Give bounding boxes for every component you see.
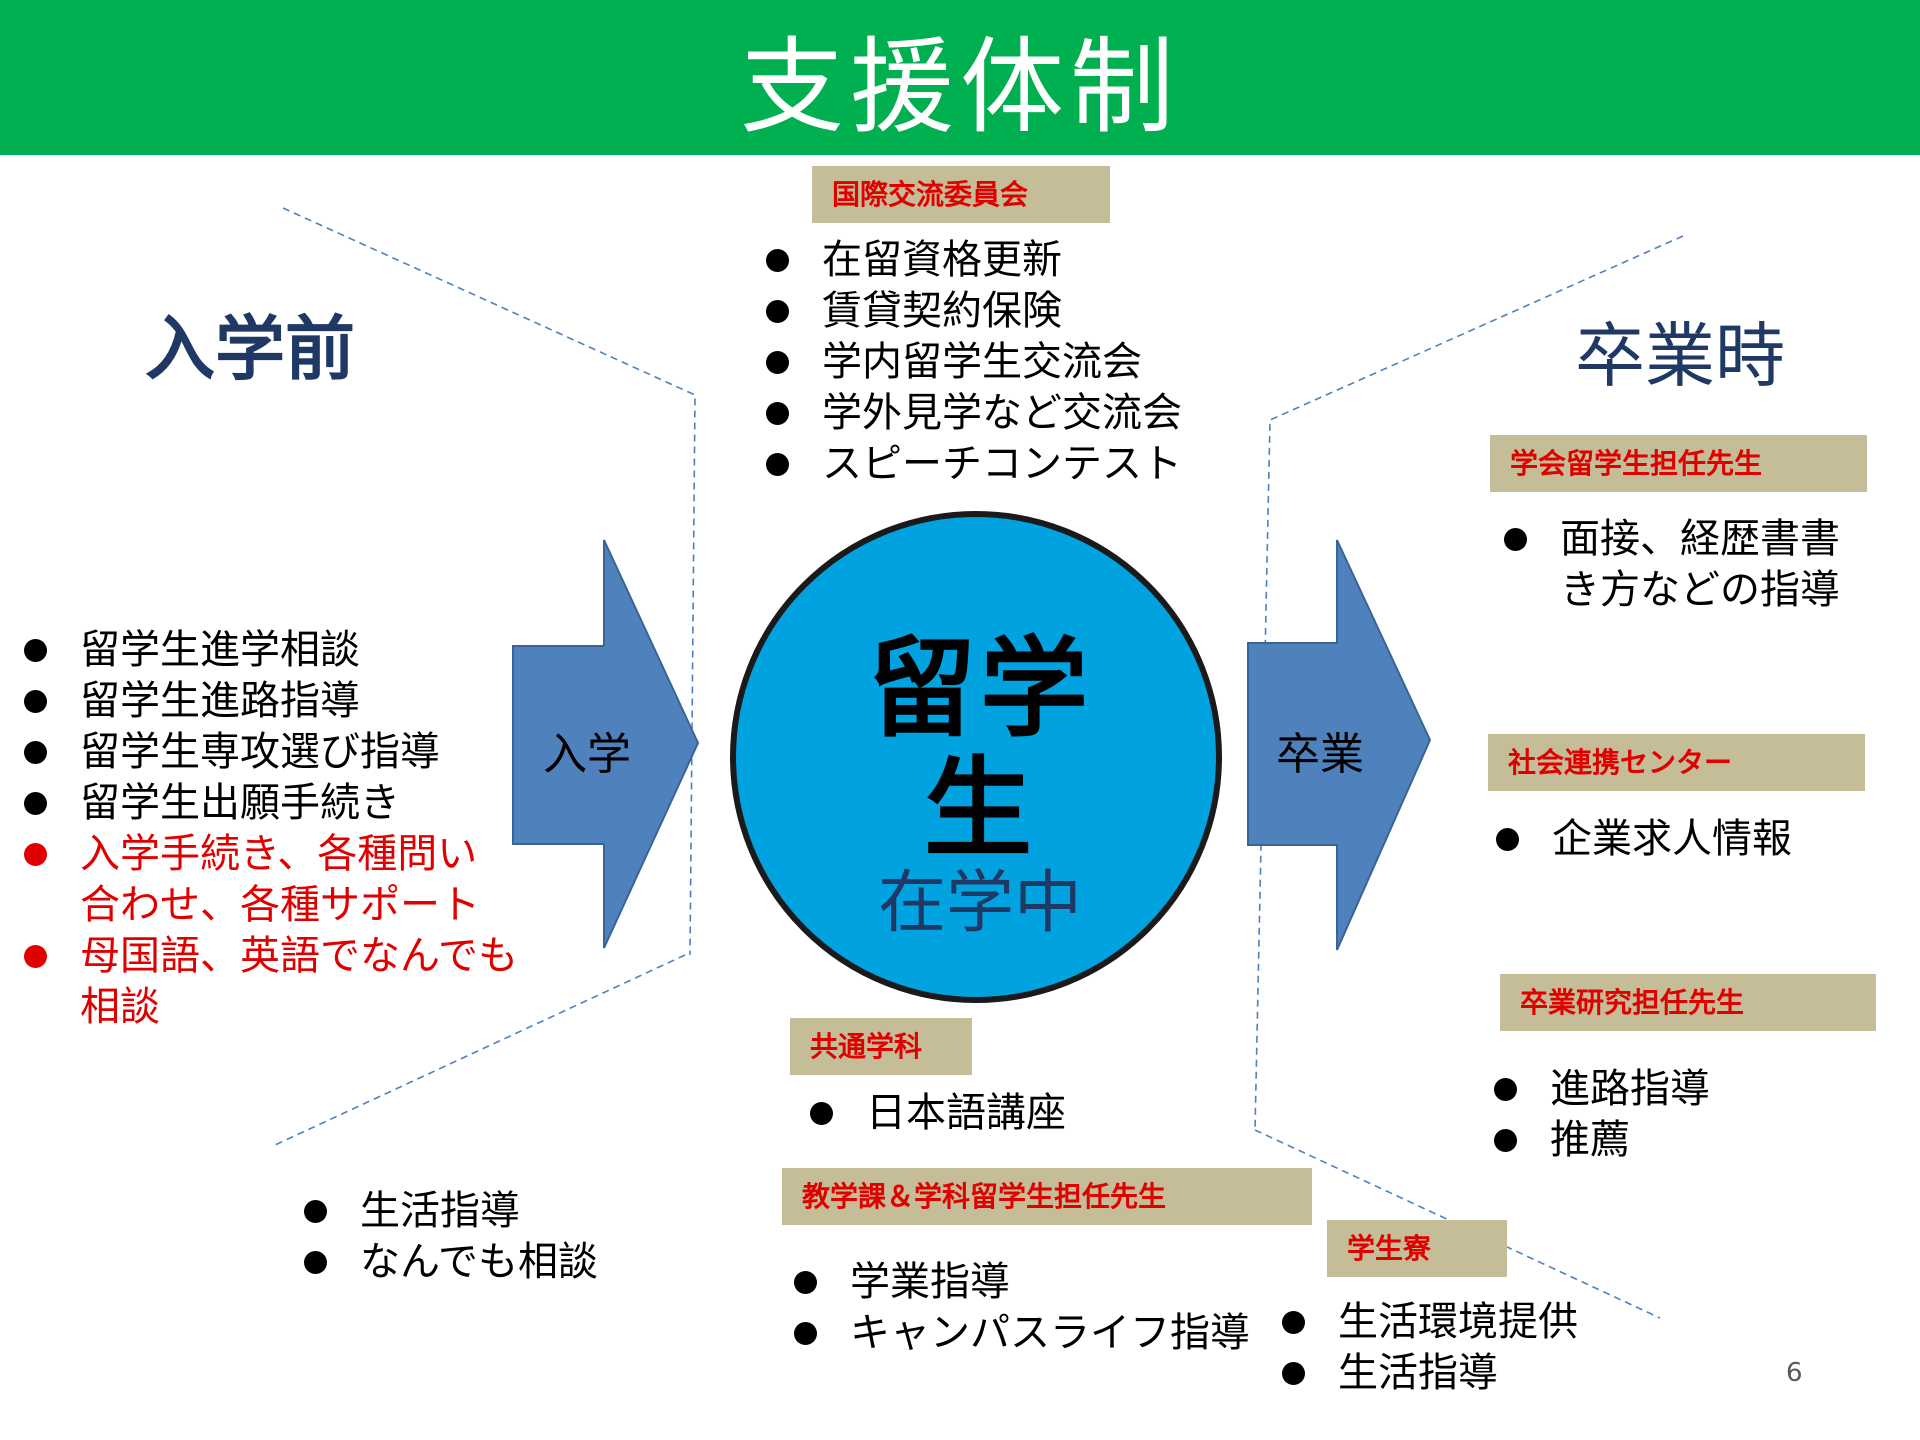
list-item: 進路指導 [1490,1064,1710,1115]
list-item: 留学生進学相談 [20,625,518,676]
enrolled-label: 在学中 [877,864,1082,943]
page-number: 6 [1786,1358,1803,1388]
international-committee-tag: 国際交流委員会 [812,166,1110,223]
student-label-line2: 生 [923,747,1036,872]
list-item: 日本語講座 [806,1088,1066,1139]
society-teacher-list: 面接、経歴書書き方などの指導 [1500,514,1840,616]
common-department-tag: 共通学科 [790,1018,972,1075]
list-item: 学外見学など交流会 [762,388,1182,439]
student-label: 留学 生 [745,630,1215,870]
graduate-arrow-label: 卒業 [1276,729,1364,780]
list-item: 入学手続き、各種問い合わせ、各種サポート [20,829,518,931]
bullet-icon [766,453,789,476]
bullet-icon [1496,828,1519,851]
list-item: 学業指導 [790,1257,1250,1308]
dormitory-list: 生活環境提供 生活指導 [1278,1297,1578,1399]
list-item: スピーチコンテスト [762,439,1182,490]
bullet-icon [766,402,789,425]
list-item: 留学生進路指導 [20,676,518,727]
academic-affairs-tag: 教学課＆学科留学生担任先生 [782,1168,1312,1225]
bullet-icon [766,249,789,272]
international-committee-list: 在留資格更新 賃貸契約保険 学内留学生交流会 学外見学など交流会 スピーチコンテ… [762,235,1182,490]
list-item: 推薦 [1490,1115,1710,1166]
bullet-icon [24,792,47,815]
list-item: 生活環境提供 [1278,1297,1578,1348]
list-item: 留学生出願手続き [20,778,518,829]
phase-graduation-heading: 卒業時 [1575,315,1785,397]
bullet-icon [24,639,47,662]
right-upper-guide [1254,235,1684,1131]
bullet-icon [794,1322,817,1345]
bullet-icon [1282,1362,1305,1385]
collaboration-center-list: 企業求人情報 [1492,814,1792,865]
list-item: 在留資格更新 [762,235,1182,286]
collaboration-center-tag: 社会連携センター [1488,734,1865,791]
bullet-icon [810,1102,833,1125]
right-lower-guide [1254,1129,1661,1319]
bullet-icon [304,1200,327,1223]
title-bar: 支援体制 [0,0,1920,155]
page-title: 支援体制 [739,26,1180,148]
pre-admission-list: 留学生進学相談 留学生進路指導 留学生専攻選び指導 留学生出願手続き 入学手続き… [20,625,518,1033]
bullet-icon [1282,1311,1305,1334]
list-item: 生活指導 [1278,1348,1578,1399]
list-item: 母国語、英語でなんでも相談 [20,931,518,1033]
bullet-icon [24,843,47,866]
list-item: 留学生専攻選び指導 [20,727,518,778]
bullet-icon [766,351,789,374]
academic-affairs-list: 学業指導 キャンパスライフ指導 [790,1257,1250,1359]
list-item: 企業求人情報 [1492,814,1792,865]
list-item: 生活指導 [300,1186,598,1237]
society-teacher-tag: 学会留学生担任先生 [1490,435,1867,492]
enter-arrow-label: 入学 [543,729,631,780]
phase-before-heading: 入学前 [145,308,355,390]
dormitory-tag: 学生寮 [1327,1220,1507,1277]
research-teacher-tag: 卒業研究担任先生 [1500,974,1876,1031]
left-lower-guide [274,954,686,1146]
student-label-line1: 留学 [867,627,1092,752]
graduate-arrow [1247,539,1432,951]
research-teacher-list: 進路指導 推薦 [1490,1064,1710,1166]
life-support-list: 生活指導 なんでも相談 [300,1186,598,1288]
bullet-icon [1494,1129,1517,1152]
bullet-icon [1494,1078,1517,1101]
bullet-icon [24,945,47,968]
left-upper-guide [282,207,696,956]
bullet-icon [24,741,47,764]
bullet-icon [1504,528,1527,551]
bullet-icon [766,300,789,323]
enter-arrow [512,539,700,949]
student-circle [730,511,1222,1003]
common-department-list: 日本語講座 [806,1088,1066,1139]
bullet-icon [304,1251,327,1274]
bullet-icon [24,690,47,713]
list-item: キャンパスライフ指導 [790,1308,1250,1359]
list-item: 面接、経歴書書き方などの指導 [1500,514,1840,616]
list-item: なんでも相談 [300,1237,598,1288]
list-item: 学内留学生交流会 [762,337,1182,388]
list-item: 賃貸契約保険 [762,286,1182,337]
bullet-icon [794,1271,817,1294]
